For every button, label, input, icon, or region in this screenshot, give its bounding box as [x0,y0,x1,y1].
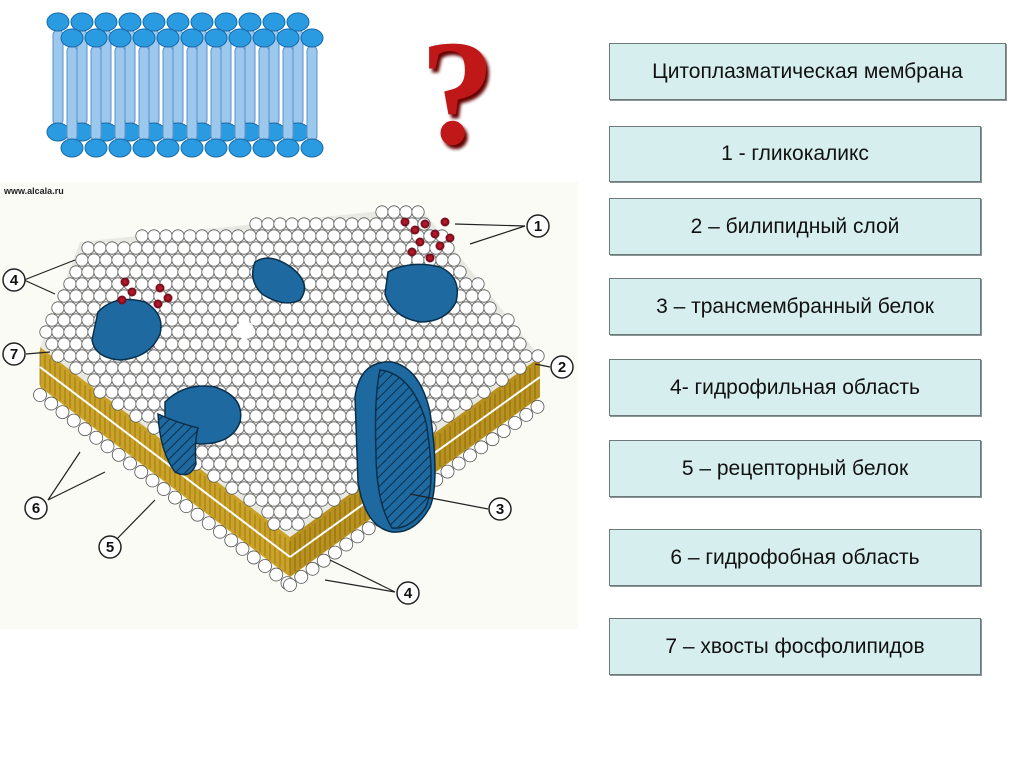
svg-text:2: 2 [558,359,566,376]
svg-text:4: 4 [404,585,413,602]
callout-5: 5 [98,535,122,559]
callout-2: 2 [550,355,574,379]
source-label: www.alcala.ru [4,186,64,196]
membrane-diagram: 1 4 7 2 3 6 5 4 [0,182,578,629]
callout-4-top: 4 [2,268,26,292]
protein-top-left [91,298,162,361]
callout-lines [23,223,551,593]
callout-1: 1 [526,214,550,238]
legend-item-4: 4- гидрофильная область [609,359,981,416]
svg-text:7: 7 [10,346,18,363]
callout-4-bottom: 4 [396,581,420,605]
legend-item-5: 5 – рецепторный белок [609,440,981,497]
svg-text:4: 4 [10,272,19,289]
midline-left [39,366,291,558]
legend-item-1: 1 - гликокаликс [609,126,981,182]
question-mark: ? [420,10,495,176]
title-box: Цитоплазматическая мембрана [609,43,1006,100]
legend-item-6: 6 – гидрофобная область [609,529,981,586]
callout-7: 7 [2,342,26,366]
svg-text:6: 6 [32,500,40,517]
legend-item-7: 7 – хвосты фосфолипидов [609,618,981,675]
receptor-protein [384,263,458,323]
callout-3: 3 [488,497,512,521]
svg-text:1: 1 [534,218,542,235]
glycocalyx-chain-left [117,277,173,309]
legend-item-3: 3 – трансмембранный белок [609,278,981,335]
bilayer-illustration [46,12,324,158]
svg-text:3: 3 [496,501,504,518]
callout-6: 6 [24,496,48,520]
glycocalyx-chain-right [400,217,455,263]
protein-center-left-side [157,412,199,476]
membrane-svg: 1 4 7 2 3 6 5 4 [2,205,574,605]
svg-text:5: 5 [106,539,114,556]
transmembrane-protein-hatched [374,369,432,529]
legend-item-2: 2 – билипидный слой [609,198,981,255]
protein-top-center [251,257,306,304]
membrane-pore [236,321,254,339]
